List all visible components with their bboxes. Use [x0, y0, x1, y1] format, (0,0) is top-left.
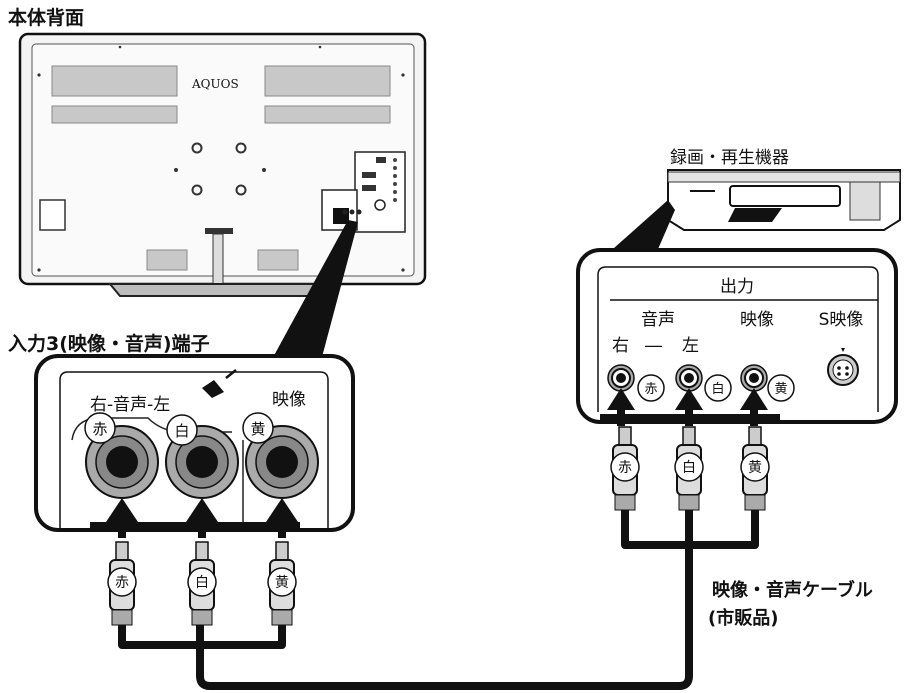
tv-input-title: 入力3(映像・音声)端子	[8, 332, 210, 355]
rec-plug-mark-red: 赤	[618, 460, 632, 476]
tv-video-label: 映像	[272, 390, 306, 410]
cable-lines	[118, 506, 759, 690]
device-title: 録画・再生機器	[670, 148, 789, 168]
plug-mark-red: 赤	[115, 575, 129, 591]
tv-jack-mark-white: 白	[174, 422, 189, 440]
recorder-side-plugs	[610, 426, 770, 511]
cable-title: 映像・音声ケーブル	[712, 579, 873, 601]
plug-mark-white: 白	[195, 575, 209, 591]
tv-arrows	[90, 498, 300, 538]
recorder-arrows	[600, 388, 780, 426]
rec-jack-mark-yellow: 黄	[774, 382, 787, 397]
tv-jack-mark-yellow: 黄	[250, 420, 265, 438]
output-title: 出力	[720, 277, 754, 297]
brand-logo: AQUOS	[191, 77, 239, 91]
recorder-svideo-label: S映像	[819, 310, 864, 330]
recorder-left-label: 左	[682, 336, 699, 356]
recorder-video-label: 映像	[740, 310, 774, 330]
tv-jacks	[84, 412, 319, 499]
tv-audio-label: 右‑音声‑左	[90, 395, 170, 415]
recorder-dash: ―	[645, 336, 662, 356]
zoom-wedge	[265, 220, 358, 372]
rec-jack-mark-red: 赤	[644, 382, 657, 397]
tv-side-plugs	[107, 541, 297, 626]
recorder-audio-label: 音声	[641, 310, 675, 330]
plug-mark-yellow: 黄	[275, 574, 289, 591]
tv-jack-mark-red: 赤	[92, 420, 107, 438]
rec-plug-mark-yellow: 黄	[748, 459, 762, 476]
rec-jack-mark-white: 白	[711, 381, 724, 397]
zoom-wedge-recorder	[605, 200, 675, 256]
rec-plug-mark-white: 白	[682, 460, 696, 476]
rear-view-title: 本体背面	[8, 6, 84, 29]
tv-rear	[18, 32, 427, 297]
recorder-right-label: 右	[612, 336, 629, 356]
cable-note: (市販品)	[708, 607, 778, 629]
recorder-device	[667, 169, 901, 231]
